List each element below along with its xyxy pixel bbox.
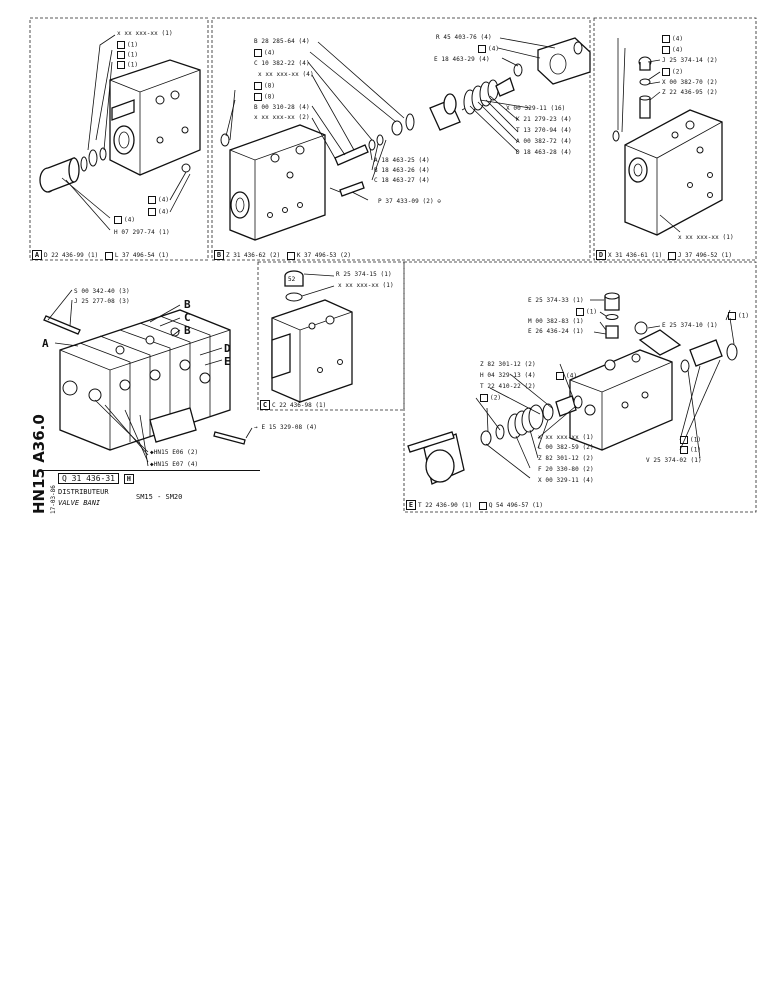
part-label: x xx xxx-xx (2) xyxy=(254,114,310,121)
title-fr: DISTRIBUTEUR xyxy=(58,488,109,496)
sheet-date: 17-03-86 xyxy=(50,485,57,514)
part-label: A 00 382-72 (4) xyxy=(516,138,572,145)
part-label: (8) xyxy=(254,82,275,90)
part-label: (4) xyxy=(662,46,683,54)
diamond-icon: ◆ xyxy=(150,461,154,468)
part-label: L 00 382-59 (2) xyxy=(538,444,594,451)
part-label: x xx xxx-xx (4) xyxy=(258,71,314,78)
part-label: (2) xyxy=(662,68,683,76)
panel-letter: D xyxy=(596,250,606,260)
part-label: B 18 463-26 (4) xyxy=(374,167,430,174)
panel-letter: B xyxy=(214,250,224,260)
drawing-code: Q 31 436-31 H xyxy=(58,473,136,484)
part-label: X 00 329-11 (4) xyxy=(538,477,594,484)
panel-a-drawing xyxy=(39,34,201,231)
part-label: x xx xxx-xx (1) xyxy=(538,434,594,441)
sheet-reference: HN15 A36.0 xyxy=(30,414,48,514)
part-label: P 37 433-09 (2) ⊖ xyxy=(378,198,442,205)
part-label: (4) xyxy=(254,49,275,57)
part-label: K 21 279-23 (4) xyxy=(516,116,572,123)
part-label: B 28 285-64 (4) xyxy=(254,38,310,45)
part-label: (4) xyxy=(148,196,169,204)
panel-b-drawing xyxy=(220,37,591,241)
part-label: E 25 374-33 (1) xyxy=(528,297,584,304)
revision-mark: H xyxy=(123,474,134,484)
section-marker: A xyxy=(42,337,49,350)
panel-letter: E xyxy=(406,500,416,510)
part-label: (4) xyxy=(148,208,169,216)
part-label: (2) xyxy=(480,394,501,402)
assembly-drawing xyxy=(43,289,253,467)
section-marker: C xyxy=(184,311,191,324)
part-label: x xx xxx-xx (1) xyxy=(117,30,173,37)
panel-letter: A xyxy=(32,250,42,260)
part-label: (8) xyxy=(254,93,275,101)
part-label: H 04 329-13 (4) xyxy=(480,372,536,379)
title-it: VALVE BANI xyxy=(58,499,101,507)
arrow-right-icon: → xyxy=(254,424,258,431)
part-label: ◆HN15 E06 (2) xyxy=(150,449,199,456)
part-label: C 18 463-27 (4) xyxy=(374,177,430,184)
part-label: x xx xxx-xx (1) xyxy=(338,282,394,289)
part-label: X 00 382-70 (2) xyxy=(662,79,718,86)
svg-text:52: 52 xyxy=(288,276,296,283)
part-label: A 18 463-25 (4) xyxy=(374,157,430,164)
part-label: V 25 374-02 (1) xyxy=(646,457,702,464)
part-label: J 25 277-08 (3) xyxy=(74,298,130,305)
section-marker: B xyxy=(184,324,191,337)
exploded-views-drawing: 52 xyxy=(29,17,757,513)
minus-circle-icon: ⊖ xyxy=(437,198,442,205)
part-label: X 00 329-11 (16) xyxy=(506,105,566,112)
section-marker: B xyxy=(184,298,191,311)
part-label: R 45 403-76 (4) xyxy=(436,34,492,41)
part-label: S 00 342-40 (3) xyxy=(74,288,130,295)
parts-diagram-sheet: 52 xyxy=(29,17,757,514)
panel-letter: C xyxy=(260,400,270,410)
part-label: (1) xyxy=(117,41,138,49)
part-label: (1) xyxy=(576,308,597,316)
part-label: B 00 310-28 (4) xyxy=(254,104,310,111)
part-label: E 26 436-24 (1) xyxy=(528,328,584,335)
part-label: (1) xyxy=(680,446,701,454)
part-label: ◆HN15 E07 (4) xyxy=(150,461,199,468)
part-label: M 00 382-83 (1) xyxy=(528,318,584,325)
part-label: T 22 410-22 (2) xyxy=(480,383,536,390)
part-label: C 10 382-22 (4) xyxy=(254,60,310,67)
part-label: J 25 374-14 (2) xyxy=(662,57,718,64)
part-label: T 13 270-94 (4) xyxy=(516,127,572,134)
part-label: F 20 330-80 (2) xyxy=(538,466,594,473)
part-label: E 25 374-10 (1) xyxy=(662,322,718,329)
part-label: (1) xyxy=(728,312,749,320)
part-label: Z 22 436-95 (2) xyxy=(662,89,718,96)
part-label: Z 82 301-12 (2) xyxy=(538,455,594,462)
section-marker: E xyxy=(224,355,231,368)
part-label: (1) xyxy=(117,51,138,59)
diamond-icon: ◆ xyxy=(150,449,154,456)
part-label: H 07 297-74 (1) xyxy=(114,229,170,236)
part-label: (4) xyxy=(114,216,135,224)
part-label: Z 82 301-12 (2) xyxy=(480,361,536,368)
part-label: x xx xxx-xx (1) xyxy=(678,234,734,241)
part-label: D 18 463-28 (4) xyxy=(516,149,572,156)
part-label: (1) xyxy=(117,61,138,69)
part-label: (4) xyxy=(662,35,683,43)
panel-d-drawing xyxy=(612,38,723,236)
part-label: (4) xyxy=(478,45,499,53)
part-label: → E 15 329-08 (4) xyxy=(254,424,318,431)
part-label: E 18 463-29 (4) xyxy=(434,56,490,63)
panel-e-drawing xyxy=(407,292,738,485)
models: SM15 - SM20 xyxy=(136,493,183,501)
part-label: (1) xyxy=(680,436,701,444)
section-marker: D xyxy=(224,342,231,355)
part-label: (4) xyxy=(556,372,577,380)
panel-c-drawing: 52 xyxy=(271,270,353,403)
part-label: R 25 374-15 (1) xyxy=(336,271,392,278)
